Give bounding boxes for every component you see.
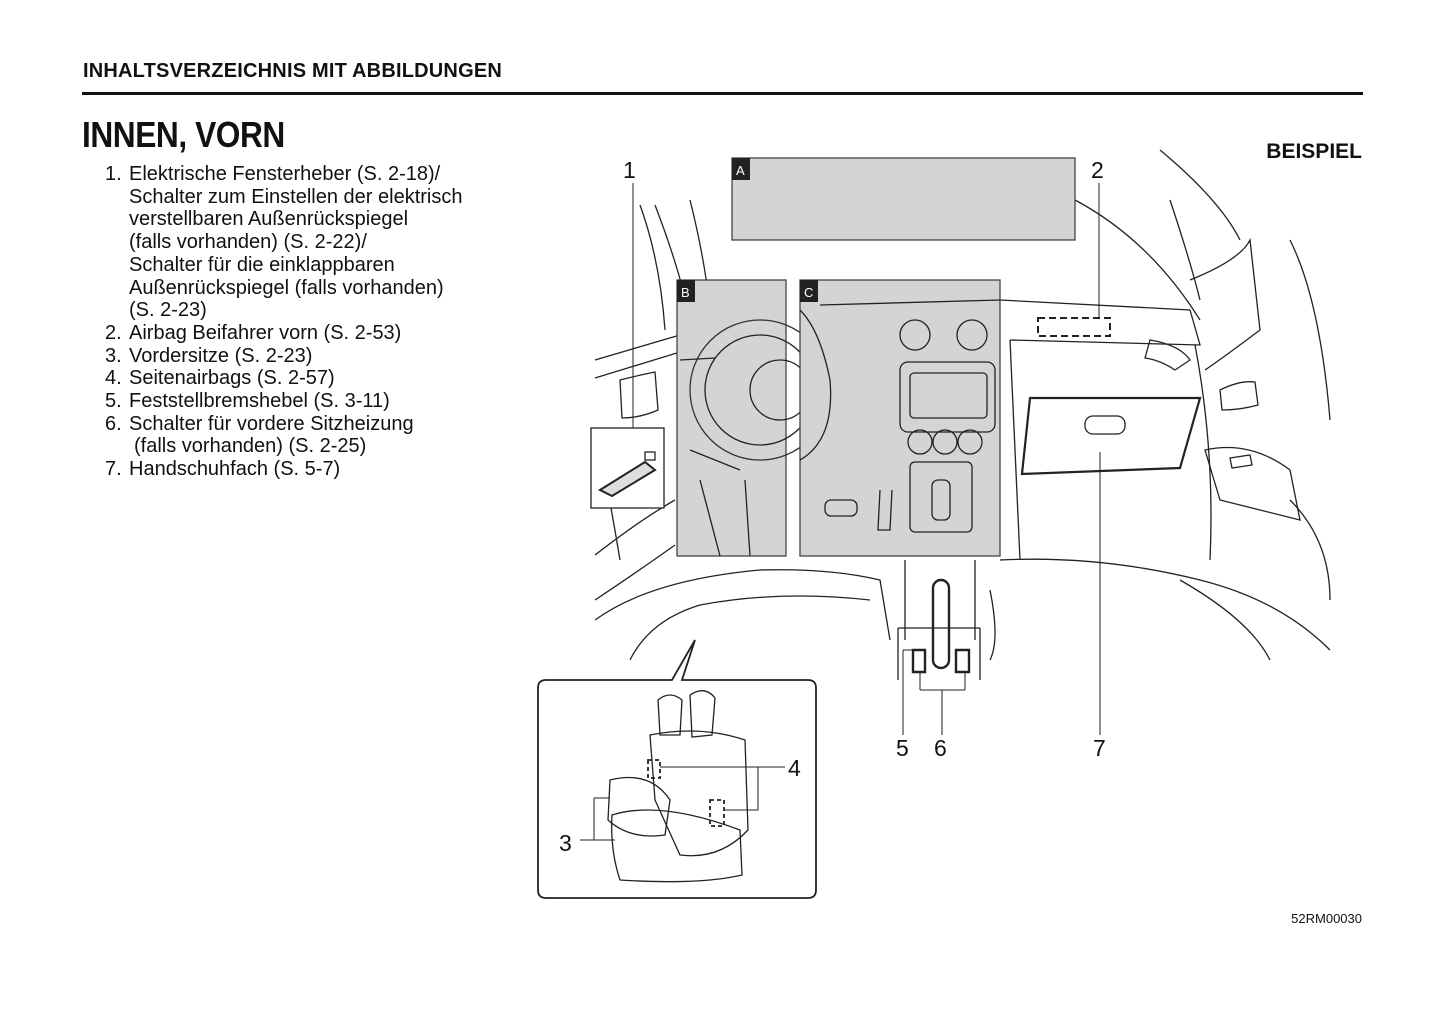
list-item: 6. Schalter für vordere Sitzheizung (fal… [105, 413, 462, 458]
item-text: Schalter für vordere Sitzheizung [129, 412, 414, 435]
panel-a-label: A [736, 163, 745, 178]
item-number: 7. [105, 458, 122, 481]
item-number: 1. [105, 163, 122, 185]
list-item: 5. Feststellbremshebel (S. 3-11) [105, 390, 462, 413]
item-text: Schalter für die einklappbaren [129, 253, 395, 276]
callout-2: 2 [1091, 157, 1104, 183]
item-text: Feststellbremshebel (S. 3-11) [129, 390, 390, 413]
item-text: Airbag Beifahrer vorn (S. 2-53) [129, 321, 402, 344]
callout-6: 6 [934, 735, 947, 761]
item-list: 1. Elektrische Fensterheber (S. 2-18)/ S… [105, 163, 462, 481]
item-number: 3. [105, 344, 122, 367]
list-item: 1. Elektrische Fensterheber (S. 2-18)/ S… [105, 163, 462, 322]
item-text: Außenrückspiegel (falls vorhanden) [129, 276, 444, 299]
callout-1: 1 [623, 157, 636, 183]
item-text: verstellbaren Außenrückspiegel [129, 208, 409, 231]
list-item: 4. Seitenairbags (S. 2-57) [105, 367, 462, 390]
panel-a: A [731, 157, 1076, 241]
item-text: Seitenairbags (S. 2-57) [129, 367, 335, 390]
list-item: 2. Airbag Beifahrer vorn (S. 2-53) [105, 322, 462, 345]
item-number: 6. [105, 412, 122, 435]
item-text: Handschuhfach (S. 5-7) [129, 458, 341, 481]
seat-inset [537, 639, 817, 899]
item-text: (falls vorhanden) (S. 2-22)/ [129, 231, 367, 254]
callout-4: 4 [788, 755, 801, 781]
list-item: 7. Handschuhfach (S. 5-7) [105, 458, 462, 481]
panel-b-label: B [681, 285, 690, 300]
item-text: (S. 2-23) [129, 299, 207, 322]
item-number: 4. [105, 367, 122, 390]
item-text: (falls vorhanden) (S. 2-25) [134, 435, 367, 458]
callout-5: 5 [896, 735, 909, 761]
item-text: Elektrische Fensterheber (S. 2-18)/ [129, 163, 441, 185]
example-label: BEISPIEL [1266, 140, 1362, 163]
figure-code: 52RM00030 [1291, 911, 1362, 926]
header-rule [82, 92, 1363, 95]
item-number: 5. [105, 390, 122, 413]
panel-c-label: C [804, 285, 813, 300]
item-text: Vordersitze (S. 2-23) [129, 344, 313, 367]
section-header: INHALTSVERZEICHNIS MIT ABBILDUNGEN [83, 60, 503, 82]
window-switch-inset [590, 427, 665, 509]
callout-7: 7 [1093, 735, 1106, 761]
item-text: Schalter zum Einstellen der elektrisch [129, 185, 463, 208]
item-number: 2. [105, 321, 122, 344]
panel-b: B [676, 279, 831, 557]
leader-lines [580, 183, 1101, 841]
list-item: 3. Vordersitze (S. 2-23) [105, 345, 462, 368]
callout-3: 3 [559, 830, 572, 856]
page-title: INNEN, VORN [82, 114, 285, 155]
panel-c: C [799, 279, 1001, 557]
